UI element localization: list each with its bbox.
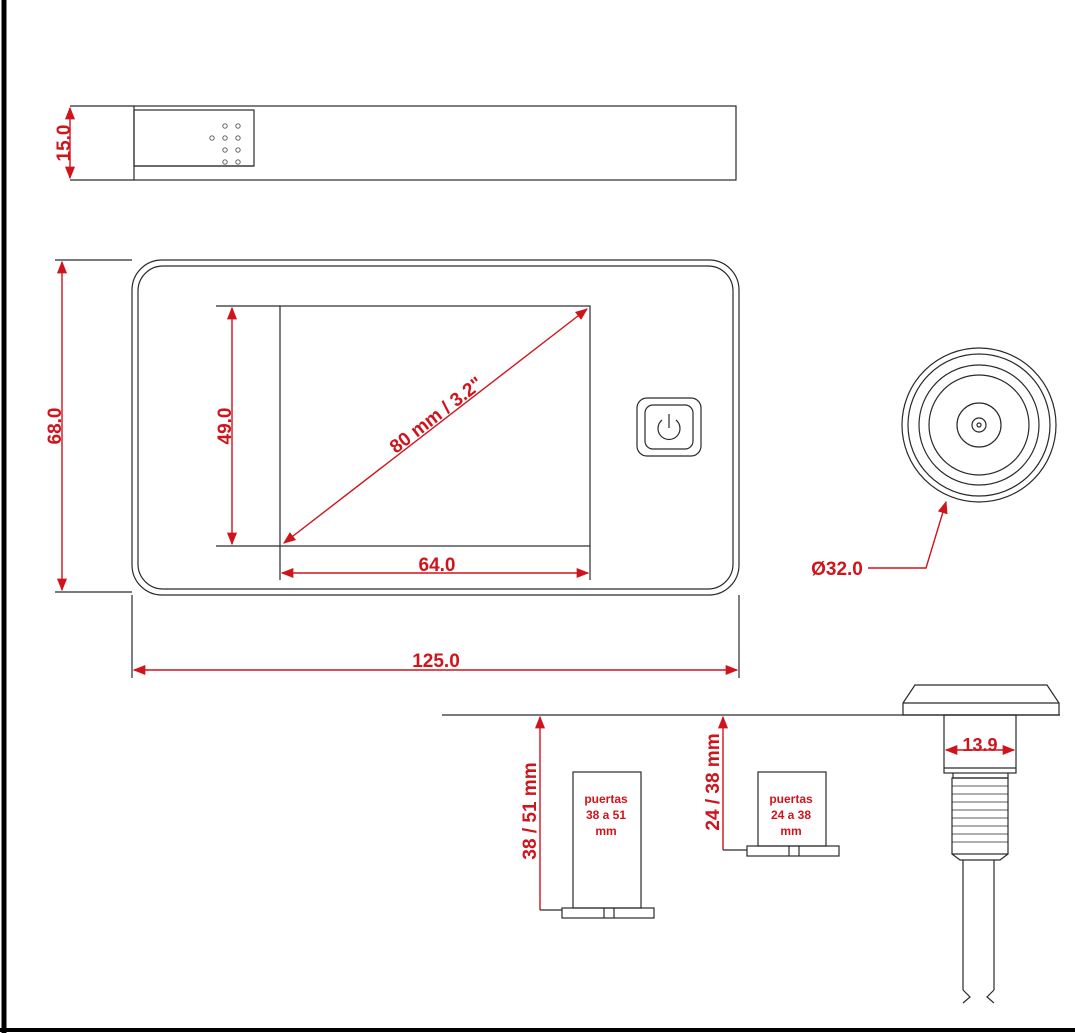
threaded-shaft (951, 773, 1009, 861)
small-door-note-line-1: puertas (769, 792, 813, 806)
large-door-note-line-1: puertas (584, 792, 628, 806)
small-door-block: puertas 24 a 38 mm (746, 771, 840, 857)
lens-diameter-leader (868, 500, 948, 569)
shaft-diameter-label: 13.9 (962, 735, 997, 755)
front-view: 68.0 49.0 80 mm / 3.2" 64.0 125.0 (45, 259, 740, 678)
lens-view: Ø32.0 (811, 347, 1057, 580)
length-label: 125.0 (412, 651, 460, 672)
power-icon (657, 414, 681, 441)
large-door-note-line-2: 38 a 51 (586, 808, 626, 822)
screen (279, 305, 591, 547)
large-door-note-line-3: mm (595, 824, 616, 838)
power-button (636, 397, 702, 457)
large-door-range-label: 38 / 51 mm (520, 762, 541, 859)
speaker-holes-icon (209, 123, 241, 165)
small-door-note-line-3: mm (780, 824, 801, 838)
screen-height-label: 49.0 (215, 408, 236, 445)
height-label: 68.0 (45, 408, 66, 445)
lens-diameter-label: Ø32.0 (811, 559, 863, 580)
screen-width-label: 64.0 (419, 555, 456, 576)
small-door-note-line-2: 24 a 38 (771, 808, 811, 822)
lens-side-profile: 13.9 (902, 684, 1060, 1004)
thickness-label: 15.0 (54, 125, 75, 162)
screen-diagonal-label: 80 mm / 3.2" (386, 373, 487, 458)
door-install-view: puertas 38 a 51 mm 38 / 51 mm puertas 24… (442, 684, 1060, 1004)
large-door-block: puertas 38 a 51 mm (561, 771, 655, 919)
side-view: 15.0 (54, 105, 737, 181)
screen-diagonal-line (283, 308, 588, 544)
small-door-range-label: 24 / 38 mm (703, 733, 724, 830)
